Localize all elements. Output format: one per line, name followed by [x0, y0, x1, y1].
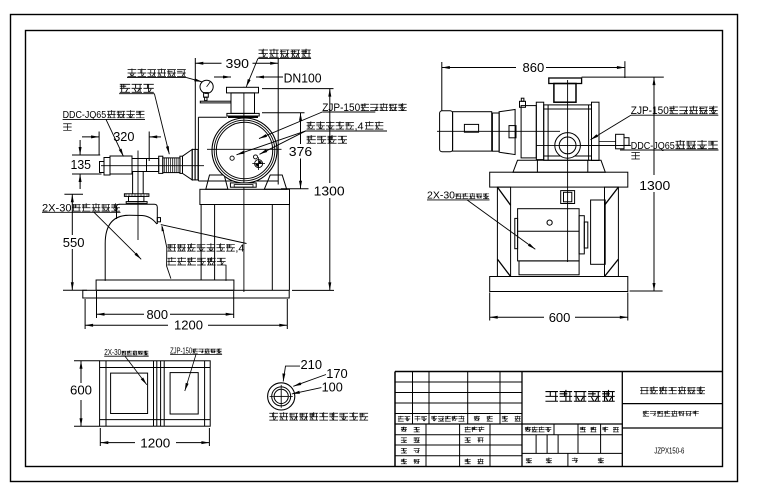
- svg-text:100: 100: [322, 379, 343, 394]
- svg-text:1200: 1200: [140, 436, 170, 451]
- svg-text:600: 600: [549, 310, 571, 325]
- svg-text:170: 170: [326, 366, 348, 381]
- svg-text:,4: ,4: [355, 120, 364, 132]
- svg-text:2X-30: 2X-30: [104, 348, 121, 357]
- svg-text:ZJP-150: ZJP-150: [322, 102, 360, 114]
- svg-text:320: 320: [113, 129, 134, 144]
- svg-text:550: 550: [63, 235, 85, 250]
- svg-text:1300: 1300: [639, 178, 670, 193]
- svg-text:600: 600: [70, 382, 92, 397]
- svg-text:135: 135: [71, 157, 92, 172]
- svg-text:1300: 1300: [314, 184, 345, 199]
- svg-text:JZPX150-6: JZPX150-6: [654, 445, 684, 455]
- svg-text:860: 860: [523, 60, 545, 75]
- svg-text:DDC-JQ65: DDC-JQ65: [63, 109, 107, 121]
- svg-text:1200: 1200: [174, 317, 203, 332]
- svg-text:376: 376: [289, 144, 312, 159]
- svg-text:210: 210: [301, 357, 323, 372]
- svg-text:800: 800: [147, 307, 169, 322]
- svg-text:2X-30: 2X-30: [427, 190, 455, 202]
- svg-text:390: 390: [226, 56, 250, 71]
- svg-text:DN100: DN100: [284, 70, 322, 85]
- svg-text:2X-30: 2X-30: [42, 202, 72, 214]
- svg-text:,4: ,4: [235, 242, 244, 254]
- svg-text:DDC-JQ65: DDC-JQ65: [631, 140, 675, 152]
- svg-text:ZJP-150: ZJP-150: [631, 105, 669, 117]
- svg-text:ZJP-150: ZJP-150: [170, 346, 192, 355]
